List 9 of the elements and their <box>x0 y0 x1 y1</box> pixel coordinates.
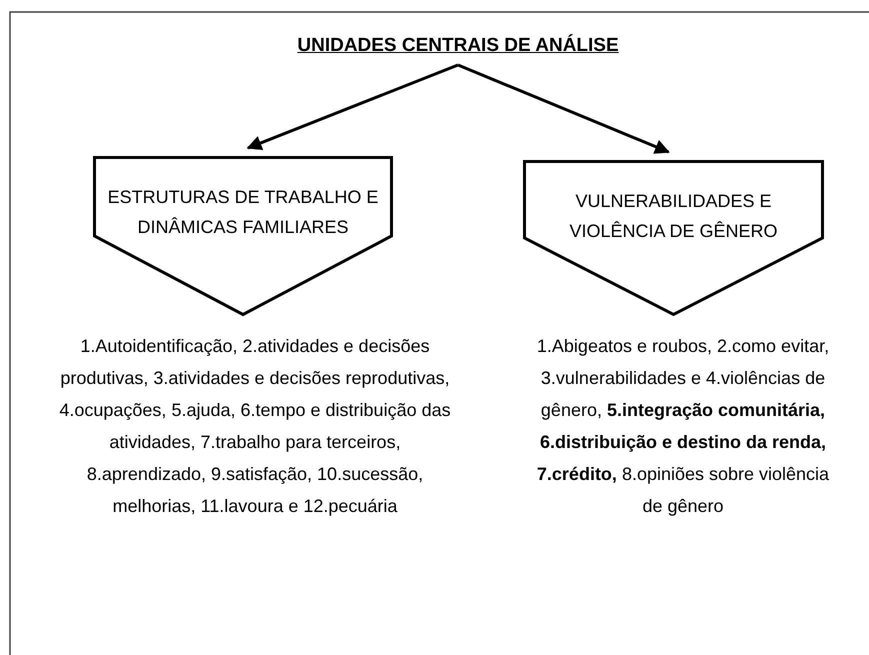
diagram-heading: UNIDADES CENTRAIS DE ANÁLISE <box>297 35 619 57</box>
topic-list: 1.Autoidentificação, 2.atividades e decisões produtivas, 3.atividades e decisões reprodutivas, 4.ocupações, 5.ajuda, 6.tempo e distribuição das atividades, 7.trabalho para terceiros, 8.aprendizado, 9.satisfação, 10.sucessão, melhorias, 11.lavoura e 12.pecuária <box>55 330 455 522</box>
pentagon-arrow-box <box>523 160 824 316</box>
arrow <box>246 64 459 150</box>
box-heading: ESTRUTURAS DE TRABALHO E DINÂMICAS FAMILIARES <box>106 186 380 239</box>
box-heading: VULNERABILIDADES E VIOLÊNCIA DE GÊNERO <box>568 190 779 243</box>
topic-list: 1.Abigeatos e roubos, 2.como evitar, 3.vulnerabilidades e 4.violências de gênero, 5.integração comunitária, 6.distribuição e destino da renda, 7.crédito, 8.opiniões sobre violência de gênero <box>528 330 838 522</box>
pentagon-arrow-box <box>93 156 393 316</box>
arrow <box>457 64 670 154</box>
